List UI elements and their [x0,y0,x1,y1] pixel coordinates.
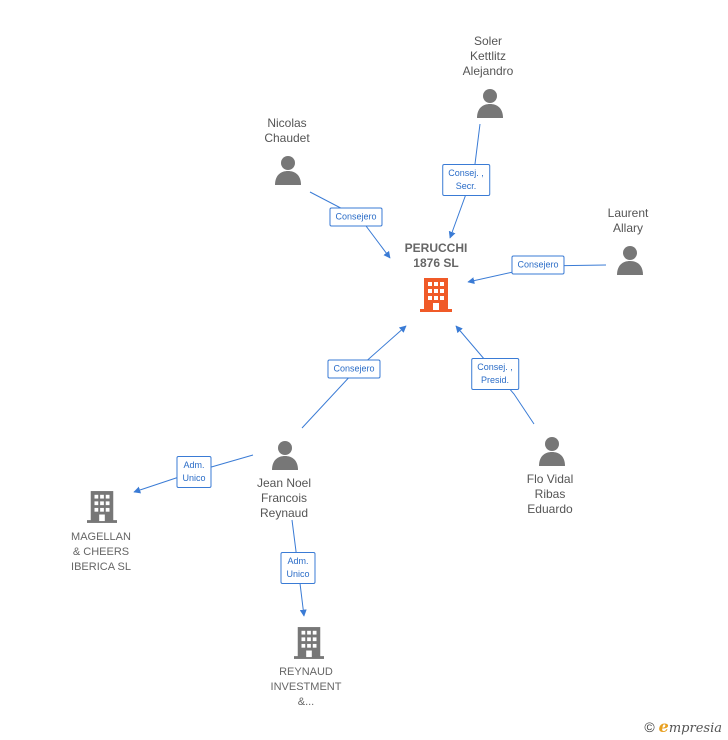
person-label-nicolas[interactable]: Nicolas Chaudet [264,116,310,145]
edge-label-jean[interactable]: Consejero [327,359,381,379]
footer-branding: © empresia [644,717,722,736]
building-icon-center[interactable] [420,278,452,312]
edge-flo [455,325,535,425]
center-company-label[interactable]: PERUCCHI 1876 SL [404,241,468,270]
person-label-soler[interactable]: Soler Kettlitz Alejandro [462,34,514,78]
building-icon-reynaud[interactable] [294,626,324,660]
person-label-flo[interactable]: Flo Vidal Ribas Eduardo [526,472,574,516]
person-icon-laurent[interactable] [615,245,645,275]
person-icon-soler[interactable] [475,88,505,118]
edge-label-flo[interactable]: Consej. , Presid. [471,358,519,390]
brand-logo[interactable]: empresia [658,717,722,736]
edge-label-reynaud[interactable]: Adm. Unico [280,552,316,584]
edge-label-soler[interactable]: Consej. , Secr. [442,164,490,196]
edge-label-laurent[interactable]: Consejero [511,255,565,275]
copyright-icon: © [644,718,655,735]
edge-label-nicolas[interactable]: Consejero [329,207,383,227]
company-label-reynaud[interactable]: REYNAUD INVESTMENT &... [270,666,342,708]
building-icon-magellan[interactable] [87,490,117,524]
person-icon-flo[interactable] [537,436,567,466]
company-label-magellan[interactable]: MAGELLAN & CHEERS IBERICA SL [71,531,131,573]
person-label-laurent[interactable]: Laurent Allary [607,206,649,235]
person-icon-nicolas[interactable] [273,155,303,185]
person-icon-jean[interactable] [270,440,300,470]
edge-label-magellan[interactable]: Adm. Unico [176,456,212,488]
person-label-jean[interactable]: Jean Noel Francois Reynaud [256,476,312,520]
